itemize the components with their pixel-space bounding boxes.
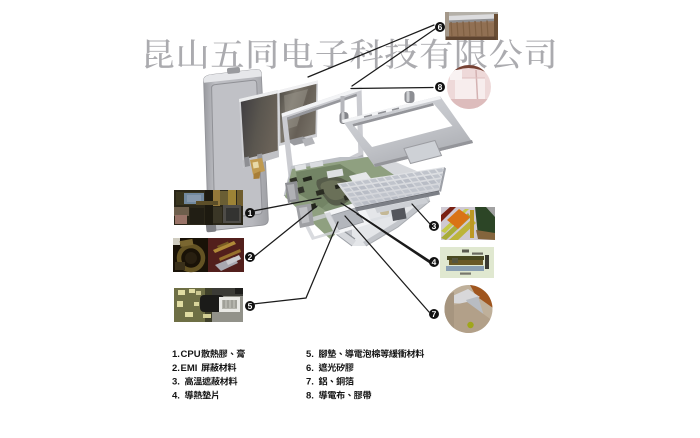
svg-text:EMI: EMI [181,363,198,374]
svg-text:1.: 1. [172,349,180,360]
svg-text:3.: 3. [172,377,180,388]
svg-text:8.: 8. [306,390,314,401]
svg-text:4.: 4. [172,390,180,401]
svg-text:2.: 2. [172,363,180,374]
svg-text:CPU: CPU [181,349,201,360]
svg-text:7.: 7. [306,377,314,388]
svg-text:6.: 6. [306,363,314,374]
svg-text:5.: 5. [306,349,314,360]
